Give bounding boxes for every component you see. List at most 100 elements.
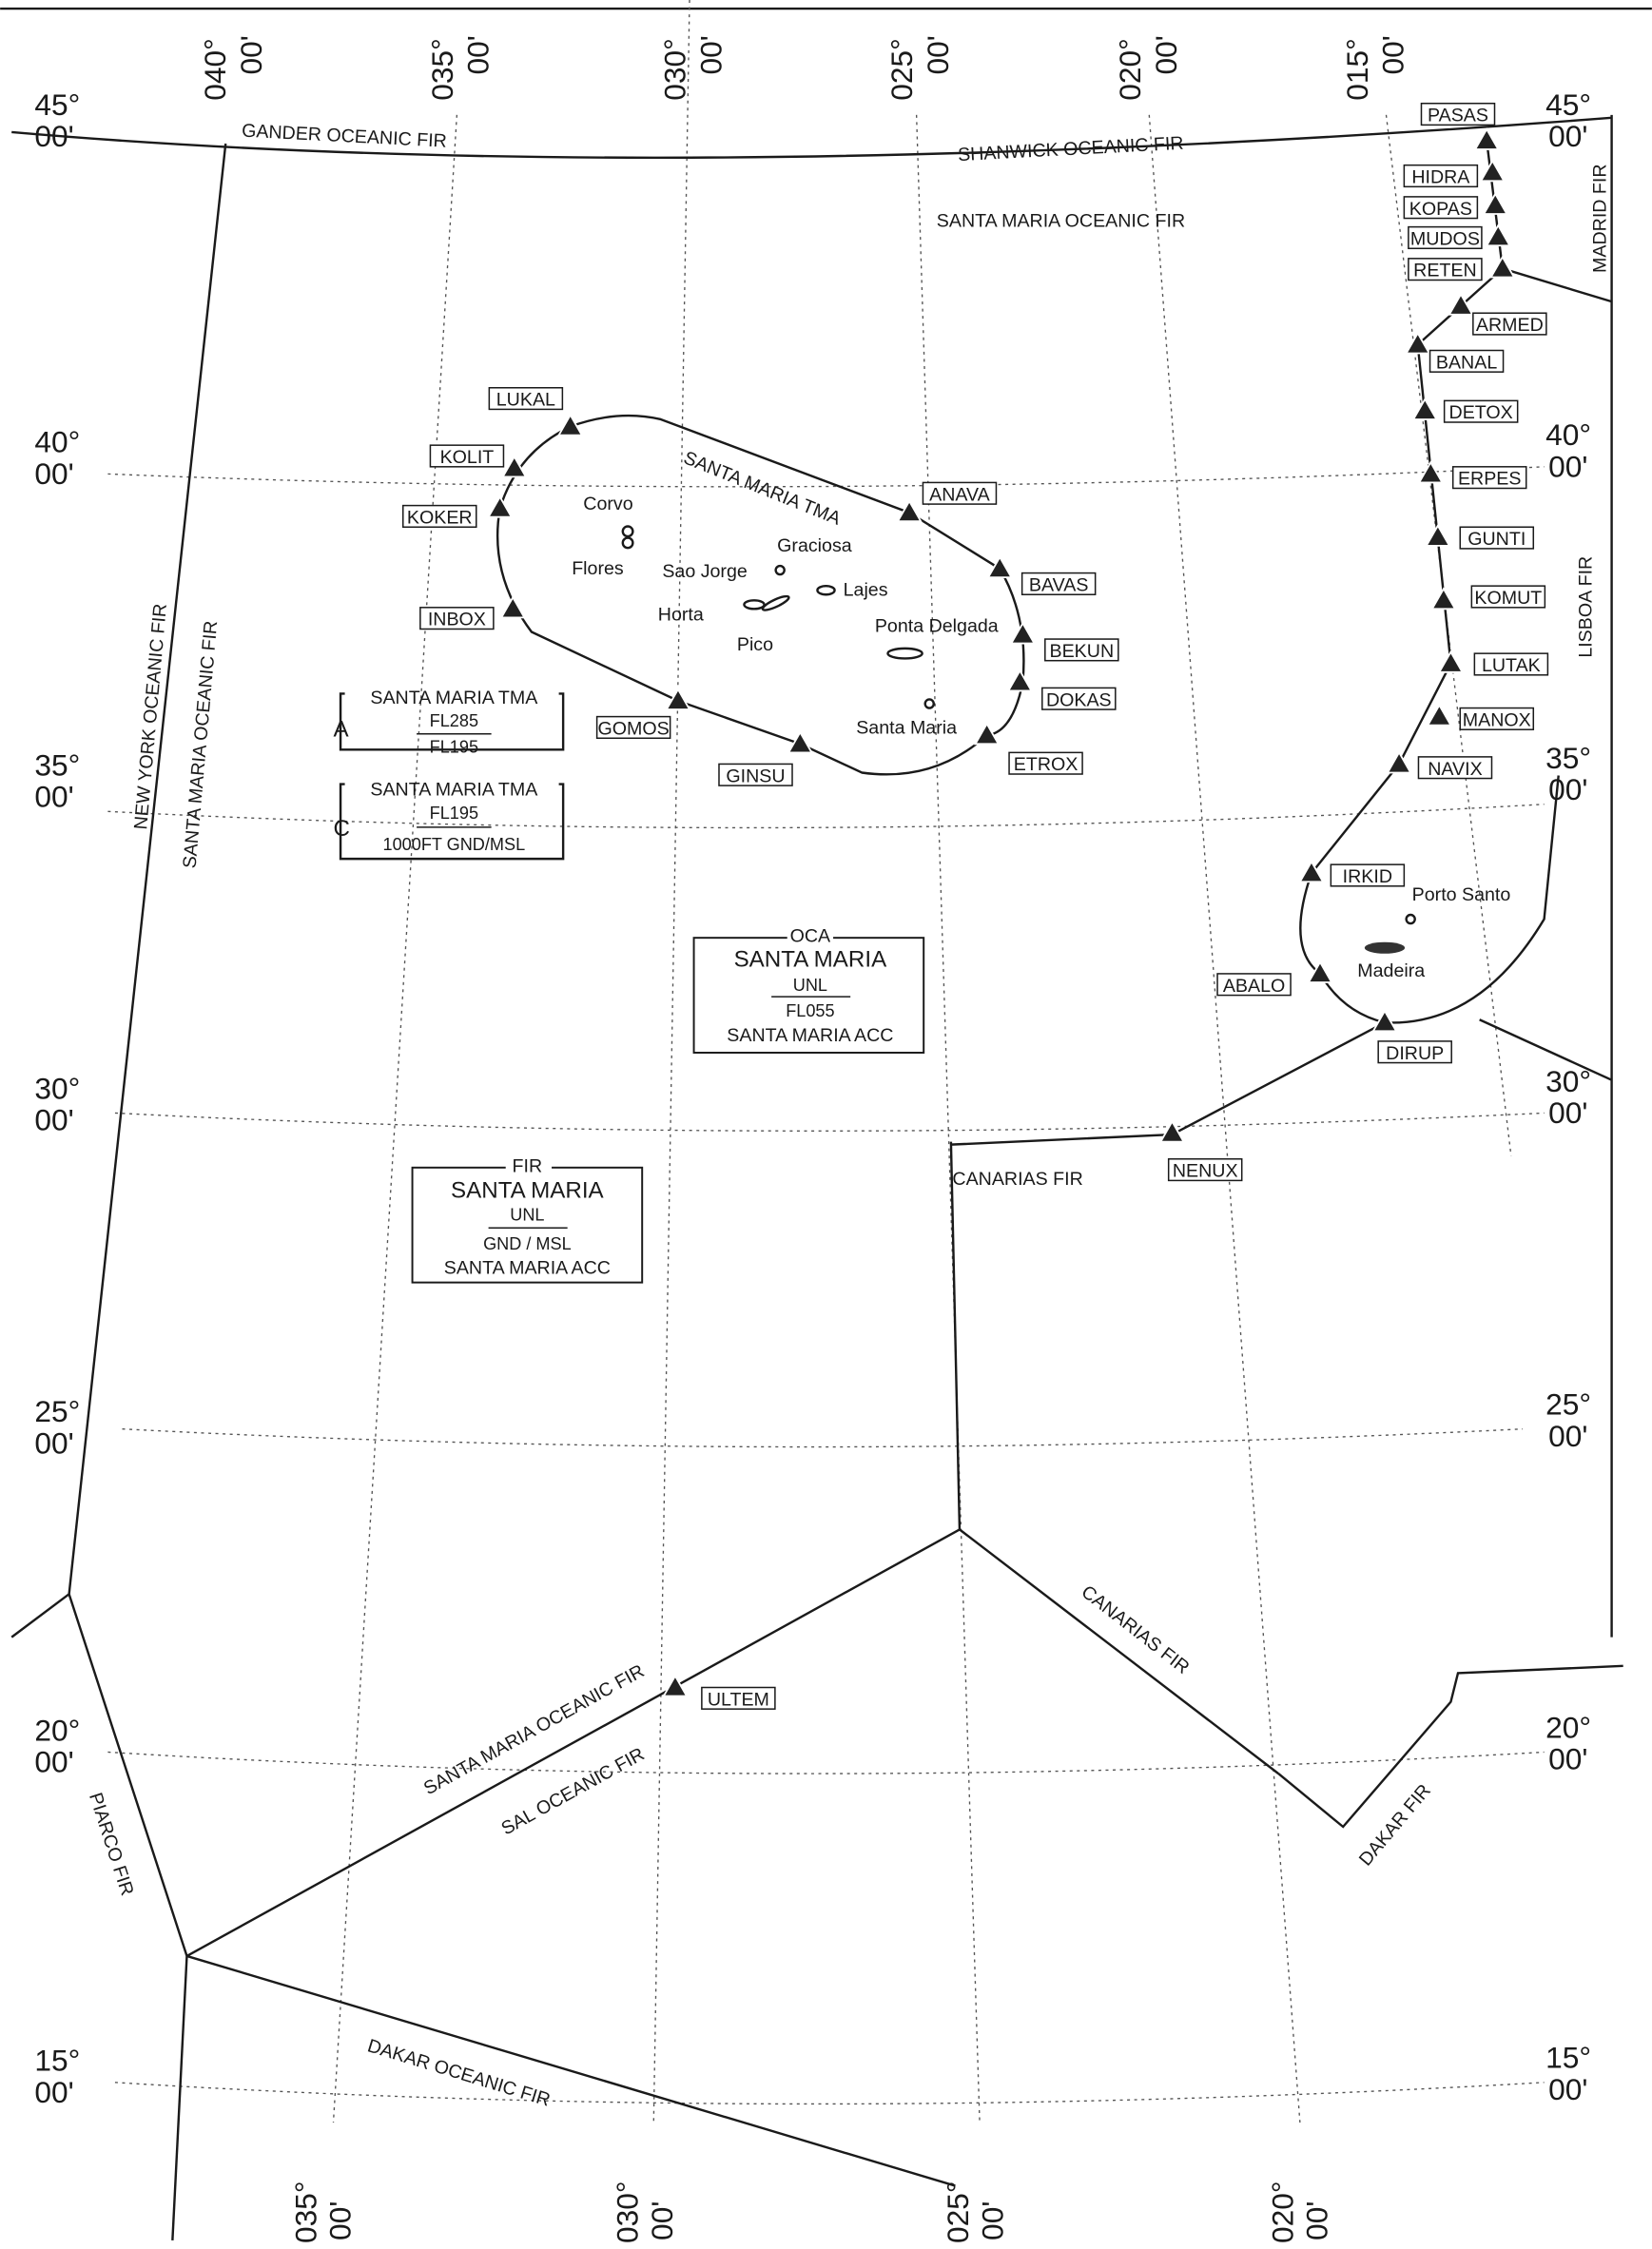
waypoint-anava[interactable]: ANAVA: [896, 481, 998, 523]
waypoint-lukal[interactable]: LUKAL: [488, 387, 584, 436]
reporting-point-triangle-icon: [986, 555, 1013, 579]
waypoint-nenux[interactable]: NENUX: [1158, 1119, 1243, 1182]
waypoint-label: ARMED: [1476, 315, 1544, 336]
lat-label: 45°: [1545, 87, 1591, 122]
waypoint-manox[interactable]: MANOX: [1426, 703, 1535, 731]
lat-label: 40°: [1545, 417, 1591, 452]
reporting-point-triangle-icon: [1405, 331, 1431, 355]
island-label: Sao Jorge: [662, 561, 748, 582]
island-label: Graciosa: [777, 535, 852, 556]
waypoint-etrox[interactable]: ETROX: [974, 722, 1083, 775]
waypoint-abalo[interactable]: ABALO: [1216, 960, 1333, 997]
waypoint-dokas[interactable]: DOKAS: [1006, 669, 1117, 710]
waypoint-label: LUKAL: [496, 390, 555, 411]
waypoint-hidra[interactable]: HIDRA: [1403, 159, 1506, 188]
reporting-point-triangle-icon: [1437, 649, 1465, 673]
waypoint-komut[interactable]: KOMUT: [1430, 585, 1546, 611]
waypoint-bavas[interactable]: BAVAS: [986, 555, 1097, 595]
waypoint-label-box: [1020, 572, 1097, 595]
svg-text:FIR: FIR: [513, 1155, 543, 1176]
waypoint-lutak[interactable]: LUTAK: [1437, 649, 1549, 676]
lon-label: 025°: [941, 2181, 975, 2243]
lat-minute-label: 00': [34, 1425, 73, 1460]
svg-text:UNL: UNL: [510, 1206, 544, 1225]
waypoint-banal[interactable]: BANAL: [1405, 331, 1505, 373]
lat-minute-label: 00': [1548, 1419, 1587, 1453]
waypoint-label-box: [1420, 102, 1496, 126]
waypoint-erpes[interactable]: ERPES: [1417, 460, 1527, 490]
lat-minute-label: 00': [1548, 1095, 1587, 1130]
waypoint-label-box: [1443, 399, 1519, 423]
lat-minute-label: 00': [1548, 119, 1587, 153]
waypoint-label: INBOX: [428, 610, 486, 630]
waypoint-ginsu[interactable]: GINSU: [718, 730, 813, 786]
waypoint-gomos[interactable]: GOMOS: [595, 688, 691, 740]
waypoint-label: MUDOS: [1410, 228, 1480, 249]
reporting-point-triangle-icon: [1006, 669, 1034, 692]
fir-label-canarias: CANARIAS FIR: [952, 1169, 1082, 1190]
reporting-point-triangle-icon: [1417, 460, 1444, 484]
reporting-point-triangle-icon: [1371, 1009, 1398, 1033]
lon-minute-label: 00': [234, 35, 268, 74]
waypoint-label-box: [1428, 349, 1505, 373]
lon-minute-label: 00': [323, 2201, 358, 2240]
waypoint-inbox[interactable]: INBOX: [419, 595, 526, 630]
waypoint-navix[interactable]: NAVIX: [1386, 750, 1493, 780]
lon-minute-label: 00': [693, 35, 728, 74]
waypoint-label: DETOX: [1449, 402, 1513, 423]
reporting-point-triangle-icon: [1430, 587, 1457, 611]
lon-minute-label: 00': [645, 2201, 679, 2240]
waypoint-label-box: [1408, 258, 1483, 281]
svg-text:GND / MSL: GND / MSL: [483, 1234, 572, 1253]
waypoint-label-box: [922, 481, 998, 505]
waypoint-kolit[interactable]: KOLIT: [429, 444, 528, 478]
waypoint-label-box: [1459, 707, 1535, 730]
reporting-point-triangle-icon: [1485, 223, 1511, 247]
waypoint-gunti[interactable]: GUNTI: [1425, 523, 1535, 550]
waypoint-reten[interactable]: RETEN: [1408, 255, 1516, 281]
waypoint-ultem[interactable]: ULTEM: [662, 1674, 776, 1710]
lat-minute-label: 00': [34, 456, 73, 491]
lat-minute-label: 00': [1548, 449, 1587, 483]
reporting-point-triangle-icon: [499, 595, 526, 619]
waypoint-label-box: [1008, 751, 1083, 775]
lat-label: 35°: [34, 748, 80, 783]
svg-text:SANTA MARIA TMA: SANTA MARIA TMA: [370, 780, 538, 801]
waypoint-pasas[interactable]: PASAS: [1420, 102, 1500, 150]
waypoint-kopas[interactable]: KOPAS: [1403, 192, 1508, 220]
svg-text:UNL: UNL: [793, 976, 827, 995]
waypoint-label: ERPES: [1458, 469, 1522, 490]
lon-label: 020°: [1113, 38, 1147, 101]
reporting-point-triangle-icon: [1473, 127, 1500, 150]
lat-minute-label: 00': [1548, 2072, 1587, 2106]
island-label: Flores: [572, 558, 624, 579]
waypoint-label: DOKAS: [1046, 689, 1112, 710]
waypoint-irkid[interactable]: IRKID: [1298, 860, 1406, 887]
waypoint-label: BANAL: [1436, 352, 1497, 373]
fir-boundaries: [10, 114, 1623, 2240]
waypoint-label-box: [1216, 973, 1292, 997]
island-label: Porto Santo: [1412, 884, 1511, 905]
waypoint-mudos[interactable]: MUDOS: [1408, 223, 1511, 249]
fir-label-madrid: MADRID FIR: [1590, 164, 1611, 272]
waypoint-label-box: [1470, 585, 1546, 609]
svg-text:SANTA MARIA: SANTA MARIA: [734, 946, 888, 972]
waypoint-label: BEKUN: [1050, 641, 1115, 662]
waypoint-armed[interactable]: ARMED: [1448, 292, 1547, 337]
lat-label: 30°: [34, 1071, 80, 1105]
reporting-point-triangle-icon: [1009, 621, 1037, 645]
island-label: Horta: [658, 604, 704, 625]
lat-label: 25°: [1545, 1387, 1591, 1422]
svg-text:SANTA MARIA ACC: SANTA MARIA ACC: [727, 1025, 893, 1046]
waypoint-detox[interactable]: DETOX: [1411, 397, 1519, 423]
waypoint-koker[interactable]: KOKER: [401, 494, 514, 529]
island-label: Corvo: [583, 494, 632, 514]
waypoint-bekun[interactable]: BEKUN: [1009, 621, 1119, 662]
waypoint-label-box: [429, 444, 505, 468]
waypoint-label-box: [595, 715, 671, 740]
svg-text:SANTA MARIA TMA: SANTA MARIA TMA: [370, 688, 538, 708]
lon-minute-label: 00': [461, 35, 496, 74]
waypoint-dirup[interactable]: DIRUP: [1371, 1009, 1452, 1064]
waypoint-label: NAVIX: [1428, 759, 1482, 780]
svg-text:FL195: FL195: [430, 737, 478, 756]
